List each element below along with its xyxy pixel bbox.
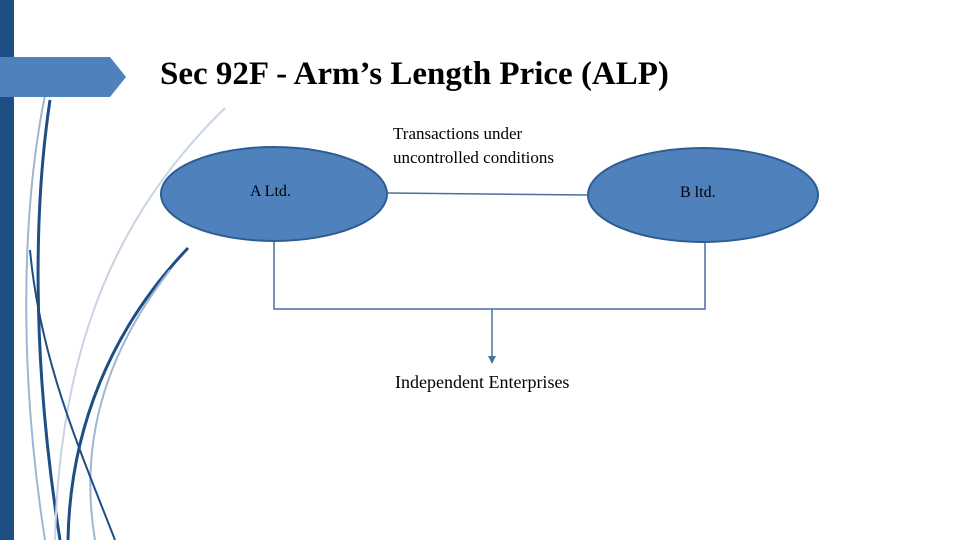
independent-arrowhead [488,356,496,364]
bracket-connector [274,242,705,309]
transactions-label: Transactions under uncontrolled conditio… [393,122,593,170]
entity-b-label: B ltd. [680,184,716,202]
entity-a-label: A Ltd. [250,183,291,201]
transaction-connector [388,193,588,195]
independent-enterprises-label: Independent Enterprises [395,372,569,393]
